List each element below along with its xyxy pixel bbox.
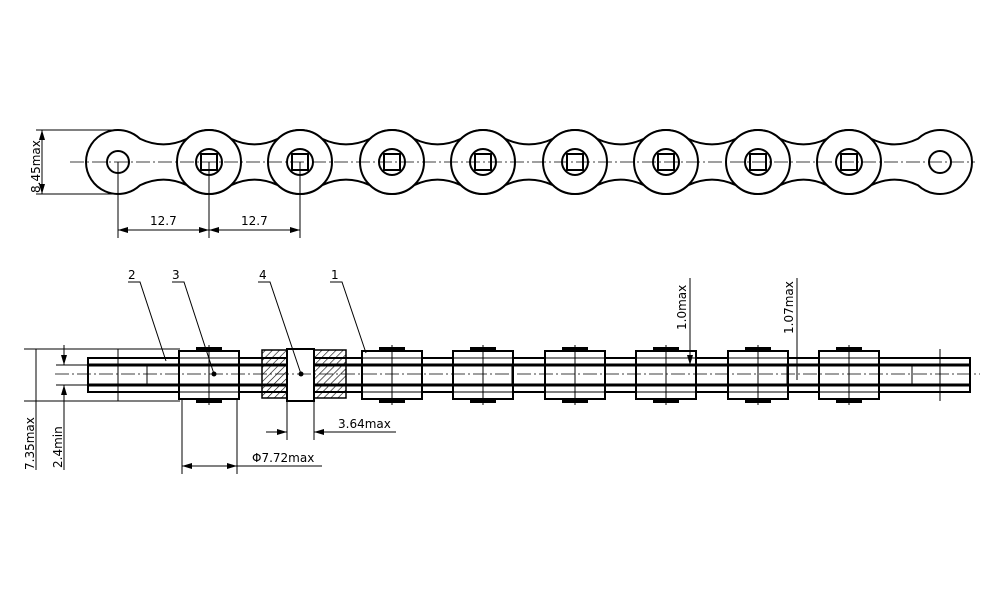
- side-view: 2 3 4 1 7.35max 2.4min 1.0max 1.07max 3.…: [23, 268, 980, 474]
- top-view: 8.45max 12.7 12.7: [29, 129, 975, 238]
- height-label: 8.45max: [29, 140, 43, 193]
- outer-plates: [117, 345, 941, 405]
- callout-2: 2: [128, 268, 136, 282]
- inner-plate-thickness-label: 1.07max: [782, 281, 796, 334]
- roller-diameter-label: Φ7.72max: [252, 451, 314, 465]
- callout-3: 3: [172, 268, 180, 282]
- callout-1: 1: [331, 268, 339, 282]
- leader: [258, 281, 302, 375]
- leader: [330, 281, 367, 354]
- overall-width-label: 7.35max: [23, 417, 37, 470]
- link-separators: [176, 129, 882, 195]
- outer-plate-thickness-label: 1.0max: [675, 285, 689, 330]
- pin-width-label: 3.64max: [338, 417, 391, 431]
- pitch-label: 12.7: [150, 214, 177, 228]
- pitch-label: 12.7: [241, 214, 268, 228]
- callout-4: 4: [259, 268, 267, 282]
- leader: [172, 281, 215, 375]
- leader: [128, 281, 167, 362]
- inner-width-label: 2.4min: [51, 426, 65, 468]
